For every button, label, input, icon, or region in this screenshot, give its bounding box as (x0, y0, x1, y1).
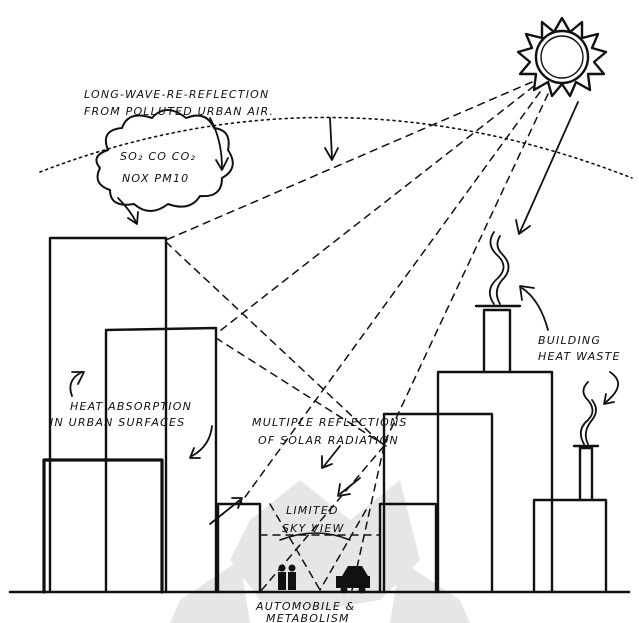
building-far-right (532, 498, 608, 594)
limited-sky-view-line2: SKY VIEW (282, 522, 345, 535)
arrow-to-arc (329, 117, 333, 159)
arrow-building-heat2-head (603, 393, 615, 405)
sun-icon (516, 16, 608, 98)
arrow-building-heat2 (605, 371, 619, 403)
multiple-reflections-line1: MULTIPLE REFLECTIONS (252, 416, 408, 429)
heat-absorption-line1: HEAT ABSORPTION (70, 400, 192, 413)
long-wave-label: LONG-WAVE-RE-REFLECTION FROM POLLUTED UR… (84, 88, 274, 118)
people-icon (278, 564, 296, 590)
arrow-building-heat (521, 287, 549, 331)
automobile-line1: AUTOMOBILE & (255, 600, 355, 613)
arrow-cloud-down (117, 197, 137, 223)
building-center-right (378, 502, 438, 594)
automobile-line2: METABOLISM (266, 612, 350, 623)
arrow-building-heat-head (519, 285, 535, 301)
pollutants-line1: SO₂ CO CO₂ (120, 150, 196, 163)
arrow-heat-abs-up-head (71, 371, 85, 385)
arrow-to-cloud (209, 117, 223, 169)
building-heat-line1: BUILDING (538, 334, 601, 347)
arrow-sun-to-chimney-head (515, 219, 531, 235)
arrow-to-arc-head (324, 147, 339, 161)
car-icon (336, 566, 370, 594)
arrow-heat-abs-down (191, 425, 213, 457)
building-heat-line2: HEAT WASTE (538, 350, 621, 363)
arrow-multiple-head (321, 455, 333, 469)
arrow-sun-to-chimney (519, 101, 579, 233)
arrow-cloud-down-head (127, 211, 139, 225)
atmosphere-boundary (39, 116, 633, 179)
multiple-reflections-line2: OF SOLAR RADIATION (258, 434, 399, 447)
pollutants-line2: NOX PM10 (122, 172, 189, 185)
long-wave-line1: LONG-WAVE-RE-REFLECTION (84, 88, 269, 101)
building-tall-left (48, 236, 168, 594)
heat-absorption-line2: IN URBAN SURFACES (50, 416, 185, 429)
pollution-cloud-icon (95, 109, 234, 212)
buildings (42, 236, 608, 594)
limited-sky-view-line1: LIMITED (286, 504, 339, 517)
building-center-left (216, 502, 262, 594)
chimney-right (482, 308, 512, 374)
arrow-limited-head (337, 483, 351, 497)
arrow-heat-abs-down-head (189, 447, 201, 459)
arrow-heat-abs-up (69, 371, 83, 397)
smoke-plume-icon (488, 231, 597, 445)
building-front-left (42, 458, 164, 594)
chimney-far-right (578, 446, 594, 502)
long-wave-line2: FROM POLLUTED URBAN AIR. (84, 105, 274, 118)
arrow-to-cloud-head (215, 157, 229, 171)
sky-view-arc (279, 532, 351, 541)
building-right-tall (436, 370, 554, 594)
arrow-multiple (323, 445, 341, 467)
